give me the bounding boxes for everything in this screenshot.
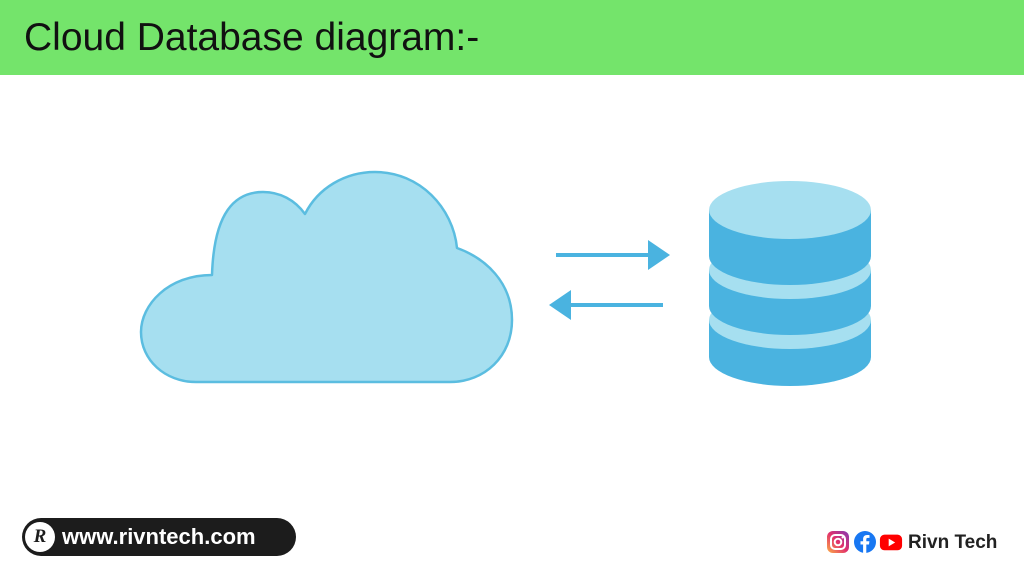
facebook-icon[interactable] — [853, 530, 877, 554]
database-icon — [709, 181, 871, 386]
brand-name: Rivn Tech — [908, 532, 998, 553]
cloud-icon — [139, 170, 514, 384]
youtube-icon[interactable] — [879, 530, 903, 554]
arrow-right-icon — [556, 240, 670, 270]
website-badge[interactable]: R www.rivntech.com — [22, 518, 296, 556]
rivntech-logo: R — [25, 522, 55, 552]
page-title: Cloud Database diagram:- — [24, 16, 480, 59]
instagram-icon[interactable] — [826, 530, 850, 554]
arrow-left-icon — [549, 290, 663, 320]
website-url[interactable]: www.rivntech.com — [62, 524, 256, 549]
header-bar: Cloud Database diagram:- — [0, 0, 1024, 75]
